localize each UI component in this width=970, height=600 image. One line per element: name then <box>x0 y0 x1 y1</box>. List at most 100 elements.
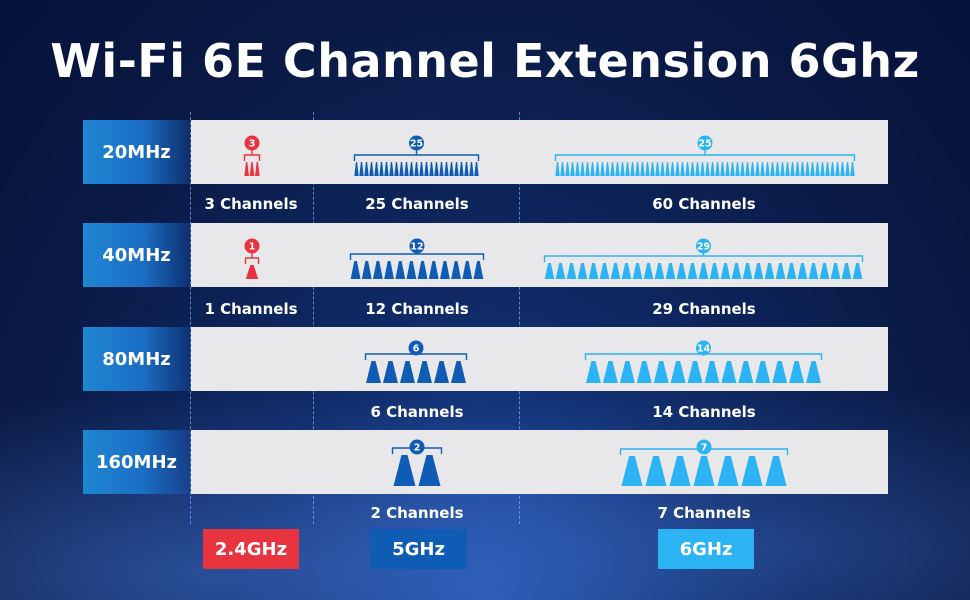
channel-badge <box>409 238 425 254</box>
channel-group-20-24: 3 <box>243 120 261 184</box>
channel-mark <box>359 162 364 176</box>
channel-mark <box>605 162 610 176</box>
channel-mark <box>588 263 599 279</box>
channel-count-80-5: 6 Channels <box>370 403 464 421</box>
channel-mark <box>451 361 466 383</box>
channel-bracket <box>543 255 864 262</box>
channel-mark <box>575 162 580 176</box>
column-divider-2 <box>313 112 314 524</box>
channel-mark <box>720 162 725 176</box>
channel-group-160-6: 7 <box>619 430 789 494</box>
channel-mark <box>620 162 625 176</box>
channel-mark <box>650 162 655 176</box>
channel-badge-text: 3 <box>249 139 256 150</box>
channel-mark <box>690 162 695 176</box>
channel-group-svg: 25 <box>554 135 856 176</box>
channel-group-svg: 3 <box>243 135 261 176</box>
channel-mark <box>394 162 399 176</box>
channel-badge-text: 25 <box>410 139 423 150</box>
channel-mark <box>819 263 830 279</box>
channel-group-svg: 1 <box>244 238 260 279</box>
channel-mark <box>610 263 621 279</box>
channel-mark <box>440 261 450 279</box>
channel-mark <box>640 162 645 176</box>
channel-count-20-24: 3 Channels <box>204 195 298 213</box>
channel-mark <box>731 263 742 279</box>
channel-mark <box>653 361 669 383</box>
channel-mark <box>602 361 618 383</box>
channel-mark <box>404 162 409 176</box>
column-divider-1 <box>190 112 191 524</box>
channel-mark <box>685 162 690 176</box>
channel-group-40-24: 1 <box>244 223 260 287</box>
channel-mark <box>745 162 750 176</box>
channel-mark <box>790 162 795 176</box>
channel-mark <box>643 263 654 279</box>
channel-mark <box>840 162 845 176</box>
channel-mark <box>845 162 850 176</box>
channel-mark <box>670 361 686 383</box>
channel-bracket <box>243 154 261 161</box>
channel-mark <box>459 162 464 176</box>
channel-mark <box>464 162 469 176</box>
channel-mark <box>750 162 755 176</box>
channel-mark <box>660 162 665 176</box>
channel-mark <box>379 162 384 176</box>
channel-mark <box>805 162 810 176</box>
channel-mark <box>800 162 805 176</box>
channel-mark <box>687 263 698 279</box>
channel-badge <box>244 135 260 151</box>
channel-mark <box>700 162 705 176</box>
channel-mark <box>244 162 250 176</box>
channel-mark <box>630 162 635 176</box>
channel-bracket <box>349 253 485 260</box>
channel-mark <box>451 261 461 279</box>
channel-mark <box>439 162 444 176</box>
channel-mark <box>786 263 797 279</box>
channel-mark <box>249 162 255 176</box>
channel-mark <box>755 361 771 383</box>
channel-mark <box>409 162 414 176</box>
channel-mark <box>665 263 676 279</box>
channel-mark <box>742 263 753 279</box>
channel-mark <box>566 263 577 279</box>
channel-mark <box>717 456 739 486</box>
channel-mark <box>621 263 632 279</box>
channel-mark <box>350 261 361 279</box>
channel-mark <box>254 162 260 176</box>
channel-mark <box>414 162 419 176</box>
channel-mark <box>595 162 600 176</box>
channel-mark <box>469 162 474 176</box>
channel-group-svg: 14 <box>584 340 823 383</box>
band-label-24ghz: 2.4GHz <box>203 529 299 569</box>
channel-mark <box>636 361 652 383</box>
channel-mark <box>810 162 815 176</box>
channel-group-svg: 2 <box>391 439 443 486</box>
channel-group-40-5: 12 <box>349 223 485 287</box>
channel-mark <box>669 456 691 486</box>
channel-badge <box>244 238 260 254</box>
channel-mark <box>625 162 630 176</box>
channel-mark <box>555 162 560 176</box>
channel-mark <box>417 261 428 279</box>
channel-mark <box>740 162 745 176</box>
channel-mark <box>825 162 830 176</box>
channel-mark <box>721 361 737 383</box>
channel-mark <box>852 263 863 279</box>
channel-mark <box>841 263 852 279</box>
channel-group-svg: 29 <box>543 238 864 279</box>
channel-mark <box>434 361 449 383</box>
band-label-5ghz: 5GHz <box>370 529 467 569</box>
channel-badge <box>696 238 711 254</box>
channel-mark <box>424 162 429 176</box>
channel-mark <box>580 162 585 176</box>
channel-mark <box>354 162 359 176</box>
channel-mark <box>675 162 680 176</box>
channel-mark <box>395 261 406 279</box>
channel-mark <box>695 162 700 176</box>
channel-mark <box>369 162 374 176</box>
channel-mark <box>755 162 760 176</box>
channel-mark <box>764 263 775 279</box>
channel-mark <box>366 361 381 383</box>
channel-mark <box>808 263 819 279</box>
